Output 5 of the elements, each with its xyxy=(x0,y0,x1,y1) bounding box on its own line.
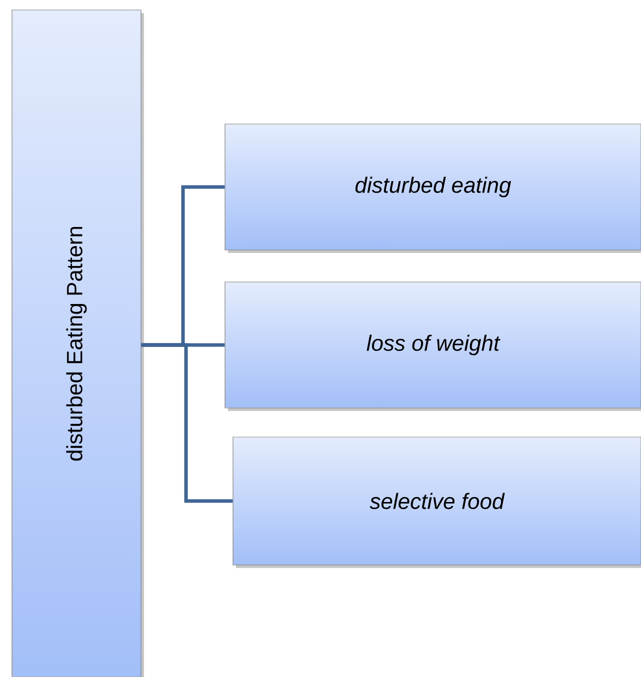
item-box: disturbed eating xyxy=(224,124,641,253)
connector-line xyxy=(141,343,233,503)
item-box: loss of weight xyxy=(224,282,641,411)
item-box: selective food xyxy=(232,436,641,568)
category-bar: disturbed Eating Pattern xyxy=(12,10,144,677)
